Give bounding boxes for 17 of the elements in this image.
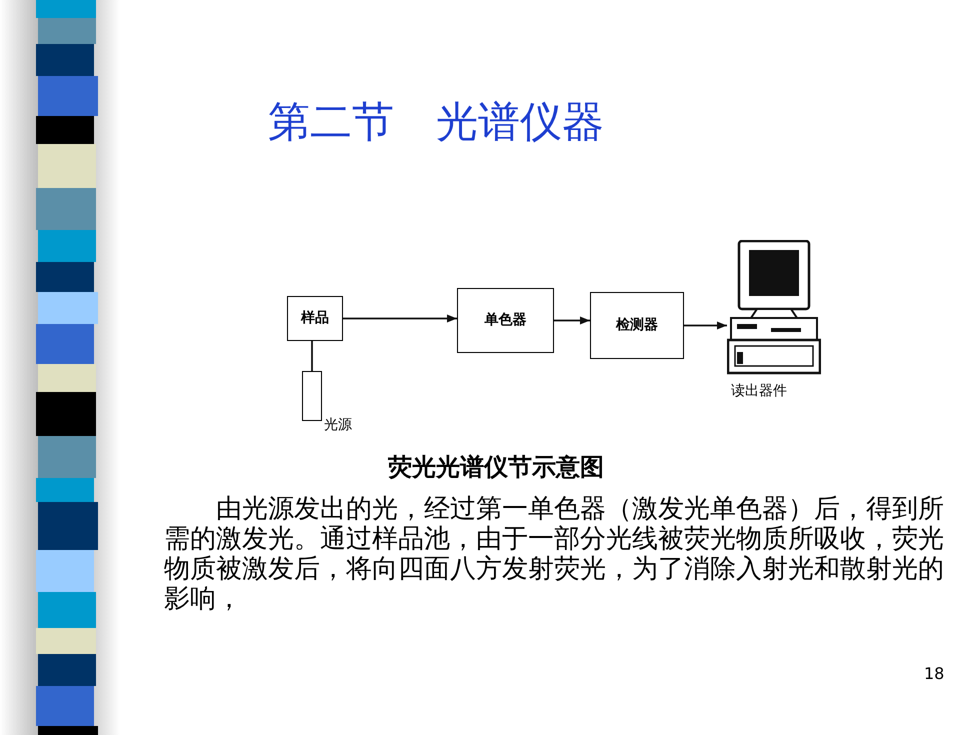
- process-box: [590, 292, 684, 359]
- component-label: 读出器件: [731, 382, 787, 401]
- arrow: [343, 314, 457, 322]
- process-box: [457, 288, 554, 353]
- component-label: 光源: [324, 416, 352, 435]
- slide-title: 第二节 光谱仪器: [268, 96, 604, 148]
- process-box: [287, 296, 343, 341]
- light-source-box: [302, 371, 322, 421]
- box-label: 检测器: [616, 316, 658, 335]
- box-label: 样品: [301, 309, 329, 328]
- arrow: [554, 316, 590, 324]
- figure-caption: 荧光光谱仪节示意图: [388, 452, 604, 483]
- computer-drawing: [727, 240, 821, 375]
- arrow: [684, 322, 727, 330]
- box-label: 单色器: [484, 311, 526, 330]
- page-number: 18: [924, 663, 944, 685]
- body-paragraph: 由光源发出的光，经过第一单色器（激发光单色器）后，得到所需的激发光。通过样品池，由于一部分光线被荧光物质所吸收，荧光物质被激发后，将向四面八方发射荧光，为了消除入射光和散射光的影响，: [164, 494, 945, 614]
